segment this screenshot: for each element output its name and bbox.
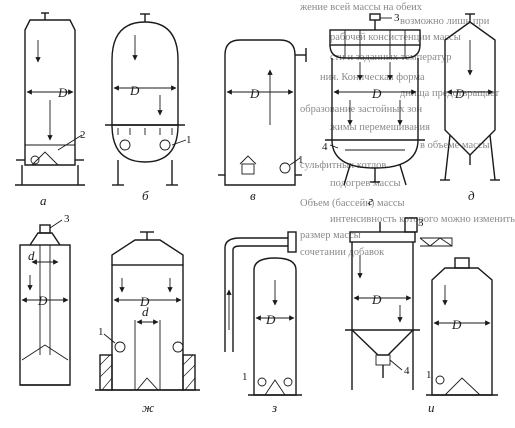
callout-3: 3 [394, 12, 400, 24]
fig-label-a: а [40, 193, 47, 208]
bg-line: интенсивность которого можно изменить [330, 214, 515, 225]
bg-line: ния. Коническая форма [320, 72, 425, 83]
label-diameter: D [249, 86, 260, 101]
bg-line: размер массы [300, 230, 361, 241]
label-diameter: D [454, 86, 465, 101]
bg-line: рабочей консистенции массы [330, 32, 461, 43]
tank-e: d D 3 [19, 213, 71, 386]
bg-line: жимы перемешивания [329, 122, 430, 133]
tank-b: D 1 б [105, 13, 192, 203]
fig-label-z: з [271, 400, 277, 415]
callout-1: 1 [242, 371, 248, 383]
callout-1: 1 [426, 369, 432, 381]
fig-label-d: д [468, 188, 475, 203]
tank-g: D 4 3 г [322, 12, 425, 208]
label-diameter: D [265, 312, 276, 327]
fig-label-b: б [142, 188, 149, 203]
tank-v: D 1 в [218, 39, 307, 203]
tank-i-right: D 1 [426, 257, 498, 396]
fig-label-g: г [368, 193, 373, 208]
bg-line: сульфитных котлов [300, 160, 386, 171]
tank-z: D 1 з [224, 231, 302, 415]
callout-4: 4 [404, 365, 410, 377]
label-diameter: D [139, 294, 150, 309]
callout-1: 1 [298, 154, 304, 166]
tank-a: D 2 а [15, 12, 86, 208]
bg-line: Объем (бассейн) массы [300, 198, 405, 209]
bg-line: жение всей массы на обеих [299, 2, 423, 13]
tank-d: D д [440, 13, 500, 203]
bg-line: сочетании добавок [300, 247, 385, 258]
label-diameter: D [57, 85, 68, 100]
callout-1: 1 [186, 134, 192, 146]
bg-line: возможно лишь при [400, 16, 490, 27]
fig-label-i: и [428, 400, 435, 415]
fig-label-v: в [250, 188, 256, 203]
callout-3: 3 [418, 217, 424, 229]
bg-line: днища предотвращает [400, 88, 500, 99]
fig-label-zh: ж [142, 400, 154, 415]
label-inner-diameter: d [142, 304, 149, 319]
bg-line: в объеме массы [420, 140, 490, 151]
bg-line: образование застойных зон [300, 104, 423, 115]
tank-zh: D d 1 ж [95, 231, 200, 415]
label-diameter: D [37, 293, 48, 308]
callout-4: 4 [322, 141, 328, 153]
label-diameter: D [451, 317, 462, 332]
callout-3: 3 [64, 213, 70, 225]
tank-i: D 4 3 и [345, 217, 453, 415]
label-diameter: D [129, 83, 140, 98]
label-diameter: D [371, 86, 382, 101]
callout-2: 2 [80, 129, 86, 141]
bg-line: подогрев массы [330, 178, 401, 189]
label-inner-diameter: d [28, 248, 35, 263]
callout-1: 1 [98, 326, 104, 338]
label-diameter: D [371, 292, 382, 307]
